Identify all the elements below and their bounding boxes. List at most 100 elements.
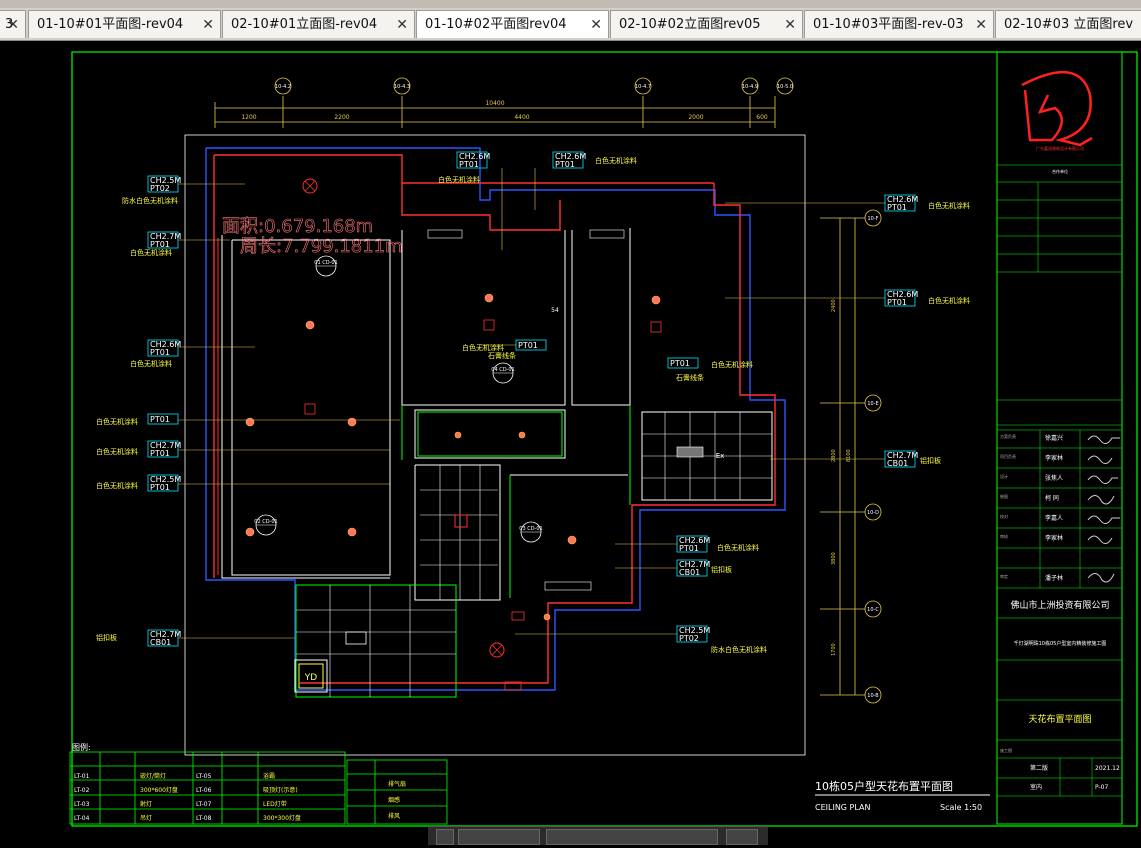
close-icon[interactable]: ✕: [590, 17, 602, 33]
person-name: 李家林: [1045, 534, 1063, 542]
note-aluminium: 铝扣板: [711, 565, 732, 574]
note-gypsum: 石膏线条: [676, 373, 704, 382]
tab-02-10-03-elev[interactable]: 02-10#03 立面图rev: [995, 10, 1141, 38]
dim-seg: 4400: [514, 114, 529, 121]
edition: 第二版: [1030, 764, 1048, 772]
person-name: 柯 同: [1045, 494, 1059, 502]
note-white: 白色无机涂料: [438, 175, 480, 184]
toolbar-segment[interactable]: [458, 829, 540, 845]
dim-seg: 2200: [334, 114, 349, 121]
note-aluminium: 铝扣板: [920, 456, 941, 465]
tag-ch: CH2.5M: [150, 176, 181, 185]
detail-ref: 01 CD-01: [314, 260, 337, 266]
legend-id: LT-07: [196, 801, 212, 808]
title-block: 广东嘉润建筑设计有限公司 合作单位 徐嘉兴 李家林 张焦人 柯 同 李嘉人 李家…: [996, 51, 1123, 825]
material-notes: 防水白色无机涂料 白色无机涂料 白色无机涂料 白色无机涂料 白色无机涂料 白色无…: [96, 156, 970, 654]
dim-right: 2400: [831, 299, 837, 312]
right-dimension-lines: [820, 217, 865, 696]
close-icon[interactable]: ✕: [202, 17, 214, 33]
plan-subtitle: CEILING PLAN: [815, 803, 870, 812]
tab-02-10-01-elev[interactable]: 02-10#01立面图-rev04✕: [222, 10, 415, 38]
axis-label: 10-4.9: [742, 84, 758, 90]
legend-extra: 排风: [388, 812, 400, 820]
tab-01-10-01-plan[interactable]: 01-10#01平面图-rev04 ✕: [28, 10, 221, 38]
legend-desc: 300*300灯盘: [263, 814, 301, 822]
close-icon[interactable]: ✕: [7, 17, 19, 33]
legend-id: LT-01: [74, 773, 90, 780]
note-white: 白色无机涂料: [96, 447, 138, 456]
note-white: 白色无机涂料: [130, 359, 172, 368]
close-icon[interactable]: ✕: [396, 17, 408, 33]
note-white: 白色无机涂料: [595, 156, 637, 165]
axis-label: 10-B: [867, 693, 879, 699]
tab-01-10-02-plan[interactable]: 01-10#02平面图rev04 ✕: [416, 10, 609, 38]
legend-id: LT-08: [196, 815, 212, 822]
note-white: 白色无机涂料: [928, 296, 970, 305]
tab-partial[interactable]: 3✕: [0, 10, 26, 38]
top-dimension-lines: [214, 96, 776, 128]
legend-desc: 射灯: [140, 800, 152, 808]
tag-ch: CH2.6M: [555, 152, 586, 161]
note-waterproof: 防水白色无机涂料: [711, 645, 767, 654]
person-name: 张焦人: [1045, 474, 1063, 482]
tab-label: 01-10#01平面图-rev04: [37, 17, 184, 32]
note-gypsum: 石膏线条: [488, 351, 516, 360]
tab-01-10-03-plan[interactable]: 01-10#03平面图-rev-03 ✕: [804, 10, 994, 38]
note-white: 白色无机涂料: [928, 201, 970, 210]
note-white: 白色无机涂料: [96, 417, 138, 426]
axis-label: 10-4.2: [275, 84, 291, 90]
axis-label: 10-C: [867, 607, 879, 613]
drawing-type: 室内: [1030, 783, 1042, 791]
note-white: 白色无机涂料: [462, 343, 504, 352]
legend-extra: 烟感: [388, 796, 400, 804]
axis-label: 10-F: [867, 216, 878, 222]
tab-label: 01-10#03平面图-rev-03: [813, 17, 964, 32]
ceiling-lights: [245, 178, 662, 691]
person-name: 李家林: [1045, 454, 1063, 462]
tag-ch: CH2.7M: [679, 560, 710, 569]
tag-pt: PT02: [679, 634, 699, 643]
tag-pt: PT01: [150, 240, 170, 249]
tab-label: 02-10#03 立面图rev: [1004, 17, 1134, 32]
note-aluminium: 铝扣板: [96, 633, 117, 642]
tag-ch: CH2.6M: [887, 195, 918, 204]
drawing-canvas[interactable]: 10400 1200 2200 4400 2000 600 10-4.2 10-…: [0, 40, 1141, 844]
tag-cb: CB01: [150, 638, 171, 647]
detail-ref: 02 CD-01: [254, 519, 277, 525]
tab-02-10-02-elev[interactable]: 02-10#02立面图rev05✕: [610, 10, 803, 38]
legend-desc: 嵌灯/筒灯: [140, 772, 166, 780]
right-axis-bubbles: 10-F 10-E 10-D 10-C 10-B 2400 2800 3800 …: [831, 209, 882, 704]
tag-ch: CH2.5M: [150, 475, 181, 484]
tag-cb: CB01: [679, 568, 700, 577]
toolbar-segment[interactable]: [546, 829, 718, 845]
tag-pt: PT01: [459, 160, 479, 169]
close-icon[interactable]: ✕: [975, 17, 987, 33]
layout-icon[interactable]: [436, 829, 454, 845]
cad-drawing: 10400 1200 2200 4400 2000 600 10-4.2 10-…: [69, 51, 1138, 827]
interior-walls: [221, 228, 773, 698]
area-watermark: 面积:0.679.168m 周长:7.799.1811m: [222, 216, 403, 258]
close-icon[interactable]: ✕: [784, 17, 796, 33]
project-name: 千灯湖明珠10栋05户型室内精装修施工图: [1014, 640, 1107, 647]
note-white: 白色无机涂料: [96, 481, 138, 490]
toolbar-segment[interactable]: [726, 829, 758, 845]
company-logo-icon: [1021, 70, 1093, 147]
tab-label: 01-10#02平面图rev04: [425, 17, 567, 32]
detail-ref: 03 CD-01: [519, 526, 542, 532]
sheet-number: P-07: [1095, 784, 1108, 791]
tag-pt: PT01: [150, 415, 170, 424]
legend-id: LT-03: [74, 801, 90, 808]
axis-label: 10-4.3: [394, 84, 410, 90]
cooperation-label: 合作单位: [1052, 168, 1068, 174]
legend-desc: 浴霸: [263, 772, 275, 780]
legend-id: LT-06: [196, 787, 212, 794]
legend-desc: LED灯带: [263, 800, 287, 808]
tag-ch: CH2.6M: [887, 290, 918, 299]
person-name: 李嘉人: [1045, 514, 1063, 522]
dim-total: 10400: [485, 100, 504, 107]
person-name: 潘子林: [1045, 574, 1063, 582]
role-label: 设计: [1000, 473, 1008, 479]
section-marks: [401, 405, 631, 598]
legend-id: LT-04: [74, 815, 90, 822]
legend-desc: 吸顶灯(示意): [263, 786, 298, 794]
